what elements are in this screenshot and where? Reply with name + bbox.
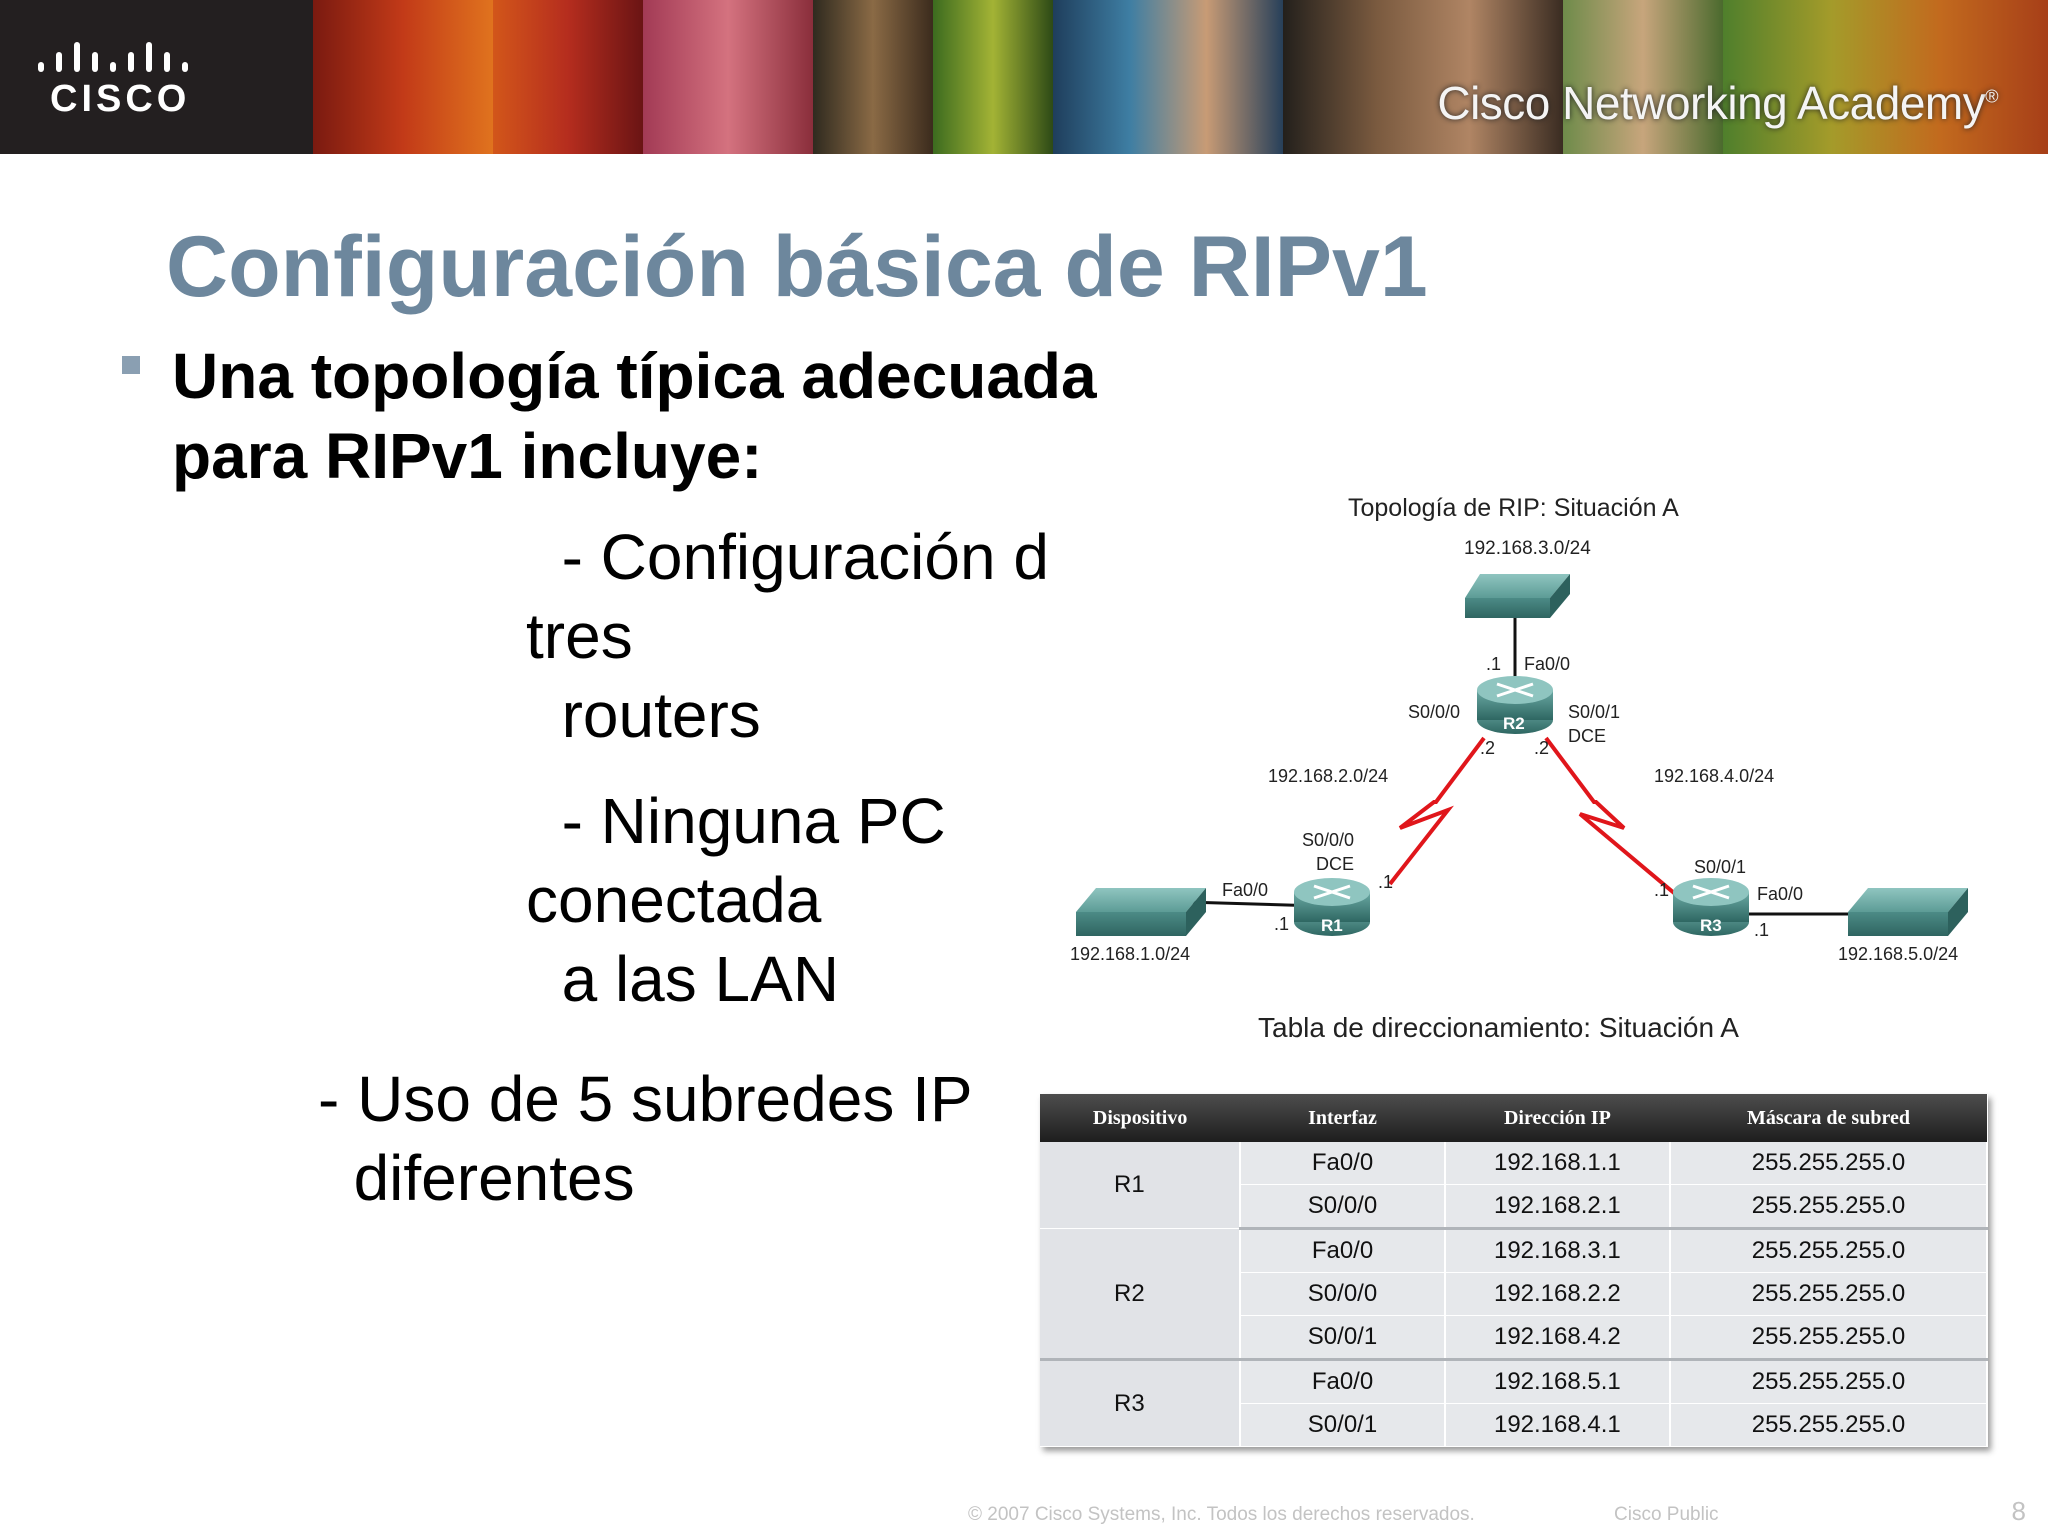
slide-title: Configuración básica de RIPv1 — [166, 219, 1428, 315]
main-bullet-text: Una topología típica adecuada para RIPv1… — [172, 340, 1097, 492]
bullet-marker — [122, 356, 140, 374]
addressing-table: Dispositivo Interfaz Dirección IP Máscar… — [1040, 1094, 1989, 1447]
cisco-logo-text: CISCO — [50, 78, 191, 120]
label-r2-ip-left: .2 — [1480, 738, 1495, 758]
sub-item-routers: - Configuración d tres routers — [526, 521, 1049, 751]
label-r3-fa: Fa0/0 — [1757, 884, 1803, 904]
banner-photo-2 — [493, 0, 643, 154]
mask-cell: 255.255.255.0 — [1669, 1228, 1989, 1273]
label-r1-dce: DCE — [1316, 854, 1354, 874]
interface-cell: S0/0/1 — [1240, 1315, 1446, 1361]
mask-cell: 255.255.255.0 — [1669, 1315, 1989, 1361]
device-cell: R2 — [1040, 1228, 1242, 1361]
rip-topology-diagram: Topología de RIP: Situación A 192.168.3.… — [1070, 494, 1968, 964]
switch-left — [1076, 888, 1206, 936]
ip-cell: 192.168.5.1 — [1444, 1359, 1671, 1404]
mask-cell: 255.255.255.0 — [1669, 1403, 1989, 1447]
ip-cell: 192.168.4.2 — [1444, 1315, 1671, 1361]
mask-cell: 255.255.255.0 — [1669, 1272, 1989, 1316]
router-label-r2: R2 — [1503, 714, 1525, 733]
table-header-row: Dispositivo Interfaz Dirección IP Máscar… — [1040, 1094, 1987, 1142]
interface-cell: S0/0/1 — [1240, 1403, 1446, 1447]
label-r1-fa: Fa0/0 — [1222, 880, 1268, 900]
ip-cell: 192.168.1.1 — [1444, 1142, 1671, 1185]
ip-cell: 192.168.3.1 — [1444, 1228, 1671, 1273]
footer-copyright: © 2007 Cisco Systems, Inc. Todos los der… — [968, 1504, 1475, 1525]
label-r3-s-ip: .1 — [1654, 880, 1669, 900]
router-r2: R2 — [1477, 676, 1553, 734]
mask-cell: 255.255.255.0 — [1669, 1359, 1989, 1404]
interface-cell: Fa0/0 — [1240, 1359, 1446, 1404]
ip-cell: 192.168.2.2 — [1444, 1272, 1671, 1316]
label-r3-s001: S0/0/1 — [1694, 857, 1746, 877]
banner-photo-5 — [933, 0, 1053, 154]
banner-photo-1 — [313, 0, 493, 154]
switch-right — [1848, 888, 1968, 936]
label-r1-s-ip: .1 — [1378, 872, 1393, 892]
label-r2-s000: S0/0/0 — [1408, 702, 1460, 722]
col-header-mask: Máscara de subred — [1669, 1094, 1987, 1142]
interface-cell: S0/0/0 — [1240, 1272, 1446, 1316]
ip-cell: 192.168.4.1 — [1444, 1403, 1671, 1447]
label-r1-s000: S0/0/0 — [1302, 830, 1354, 850]
table-row: S0/0/0 192.168.2.1 255.255.255.0 — [1040, 1184, 1989, 1230]
header-banner: CISCO Cisco Networking Academy® — [0, 0, 2048, 154]
banner-photo-7 — [1283, 0, 1563, 154]
table-row: R3 Fa0/0 192.168.5.1 255.255.255.0 — [1040, 1359, 1989, 1447]
net-label-left-lan: 192.168.1.0/24 — [1070, 944, 1190, 964]
banner-photo-9 — [1723, 0, 2048, 154]
table-row: S0/0/1 192.168.4.1 255.255.255.0 — [1040, 1403, 1989, 1447]
banner-photo-3 — [643, 0, 813, 154]
cisco-logo: CISCO — [0, 0, 313, 154]
interface-cell: S0/0/0 — [1240, 1184, 1446, 1230]
table-row: S0/0/1 192.168.4.2 255.255.255.0 — [1040, 1315, 1989, 1361]
col-header-device: Dispositivo — [1040, 1094, 1241, 1142]
interface-cell: Fa0/0 — [1240, 1228, 1446, 1273]
table-row: R1 Fa0/0 192.168.1.1 255.255.255.0 — [1040, 1142, 1989, 1229]
banner-photo-6 — [1053, 0, 1283, 154]
label-r2-dce: DCE — [1568, 726, 1606, 746]
cisco-bars-icon — [38, 42, 188, 72]
footer-classification: Cisco Public — [1614, 1504, 1719, 1525]
device-cell: R3 — [1040, 1359, 1242, 1447]
label-r1-fa-ip: .1 — [1274, 914, 1289, 934]
mask-cell: 255.255.255.0 — [1669, 1184, 1989, 1230]
mask-cell: 255.255.255.0 — [1669, 1142, 1989, 1185]
label-r2-ip-right: .2 — [1534, 738, 1549, 758]
router-r1: R1 — [1294, 878, 1370, 936]
label-r2-fa: Fa0/0 — [1524, 654, 1570, 674]
registered-mark: ® — [1985, 86, 1998, 107]
sub-item-no-pc: - Ninguna PC conectada a las LAN — [526, 785, 946, 1015]
interface-cell: Fa0/0 — [1240, 1142, 1446, 1185]
col-header-interface: Interfaz — [1240, 1094, 1445, 1142]
banner-photo-4 — [813, 0, 933, 154]
serial-link-r2-r3 — [1544, 736, 1682, 900]
table-row: S0/0/0 192.168.2.2 255.255.255.0 — [1040, 1272, 1989, 1316]
diagram-title: Topología de RIP: Situación A — [1348, 494, 1679, 522]
device-cell: R1 — [1040, 1142, 1242, 1229]
net-label-left-wan: 192.168.2.0/24 — [1268, 766, 1388, 786]
academy-title-text: Cisco Networking Academy — [1437, 77, 1986, 129]
table-row: R2 Fa0/0 192.168.3.1 255.255.255.0 — [1040, 1228, 1989, 1361]
page-number: 8 — [2011, 1496, 2026, 1526]
net-label-right-wan: 192.168.4.0/24 — [1654, 766, 1774, 786]
router-r3: R3 — [1673, 878, 1749, 936]
academy-title: Cisco Networking Academy® — [1437, 76, 1998, 130]
serial-link-r1-r2 — [1388, 736, 1486, 886]
sub-item-subnets: - Uso de 5 subredes IP diferentes — [318, 1063, 973, 1214]
router-label-r1: R1 — [1321, 916, 1343, 935]
router-label-r3: R3 — [1700, 916, 1722, 935]
switch-top — [1465, 574, 1570, 618]
label-r2-fa-ip: .1 — [1486, 654, 1501, 674]
label-r3-fa-ip: .1 — [1754, 920, 1769, 940]
ip-cell: 192.168.2.1 — [1444, 1184, 1671, 1230]
net-label-right-lan: 192.168.5.0/24 — [1838, 944, 1958, 964]
table-title: Tabla de direccionamiento: Situación A — [1258, 1012, 1739, 1043]
banner-photo-8 — [1563, 0, 1723, 154]
net-label-top: 192.168.3.0/24 — [1464, 538, 1591, 559]
label-r2-s001: S0/0/1 — [1568, 702, 1620, 722]
col-header-ip: Dirección IP — [1444, 1094, 1670, 1142]
